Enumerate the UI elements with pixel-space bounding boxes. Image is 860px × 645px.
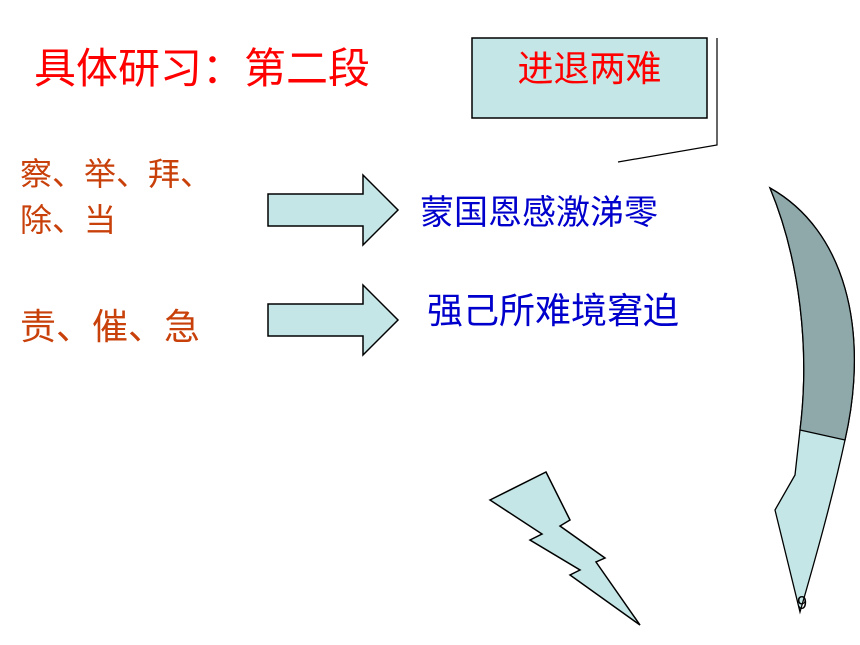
left-item-line-3: 责、催、急 (20, 307, 201, 348)
lightning-icon (488, 470, 641, 626)
left-item-line-1: 察、举、拜、 (20, 155, 213, 193)
slide-title: 具体研习：第二段 (34, 44, 371, 93)
right-arrow-icon (267, 173, 400, 247)
connector-line (617, 38, 718, 163)
right-item-line-1: 蒙国恩感激涕零 (420, 193, 658, 233)
curved-arrow-shade (768, 186, 855, 441)
right-item-line-2: 强己所难境窘迫 (427, 291, 680, 332)
page-number: 9 (797, 593, 808, 613)
box-label: 进退两难 (517, 49, 662, 90)
title-box (471, 37, 708, 119)
right-arrow-icon (267, 283, 400, 357)
left-item-line-2: 除、当 (20, 201, 117, 239)
